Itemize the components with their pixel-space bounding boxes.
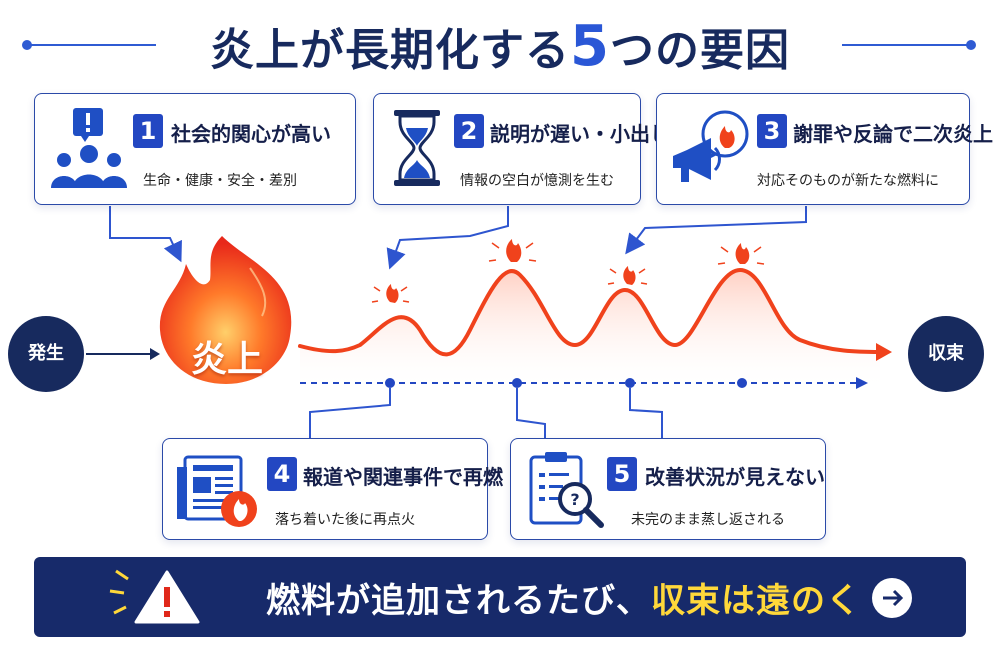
svg-text:?: ? bbox=[570, 490, 579, 509]
title-decoration-line bbox=[26, 44, 156, 46]
peak-flame-icon bbox=[607, 266, 648, 285]
factor-detail: 情報の空白が憶測を生む bbox=[460, 173, 614, 189]
factor-detail: 未完のまま蒸し返される bbox=[631, 512, 785, 528]
factor-number-badge: 4 bbox=[267, 457, 297, 491]
factor-detail: 生命・健康・安全・差別 bbox=[143, 173, 297, 189]
factor-detail: 対応そのものが新たな燃料に bbox=[757, 173, 939, 189]
megaphone-fire-icon bbox=[667, 106, 757, 190]
factor-number-badge: 5 bbox=[607, 457, 637, 491]
factor-heading: 説明が遅い・小出し bbox=[490, 122, 670, 146]
start-node: 発生 bbox=[8, 316, 84, 392]
title-area: 炎上が長期化する5つの要因 bbox=[0, 14, 1000, 79]
newspaper-fire-icon bbox=[175, 453, 265, 535]
peak-flame-icon bbox=[488, 239, 537, 262]
big-flame-icon bbox=[159, 236, 292, 384]
factor-number-badge: 2 bbox=[454, 114, 484, 148]
connector-arrow bbox=[109, 206, 182, 263]
warning-icon bbox=[109, 569, 200, 629]
arrow-right-icon[interactable] bbox=[872, 578, 912, 618]
factor-card-5: ? 5 改善状況が見えない 未完のまま蒸し返される bbox=[510, 438, 826, 540]
connector-line bbox=[629, 388, 663, 438]
end-node: 収束 bbox=[908, 316, 984, 392]
factor-number-badge: 1 bbox=[133, 114, 163, 148]
factor-card-2: 2 説明が遅い・小出し 情報の空白が憶測を生む bbox=[373, 93, 670, 205]
page-title: 炎上が長期化する5つの要因 bbox=[210, 14, 790, 79]
conclusion-banner: 燃料が追加されるたび、収束は遠のく bbox=[34, 557, 966, 637]
clipboard-search-icon: ? bbox=[525, 449, 609, 537]
connector-arrow bbox=[625, 206, 807, 255]
connector-line bbox=[309, 388, 391, 438]
peak-flame-icon bbox=[371, 284, 410, 303]
peak-flame-icon bbox=[717, 243, 765, 265]
connector-line bbox=[516, 388, 546, 438]
factor-card-1: 1 社会的関心が高い 生命・健康・安全・差別 bbox=[34, 93, 356, 205]
factor-detail: 落ち着いた後に再点火 bbox=[275, 512, 415, 528]
wave-line bbox=[298, 267, 882, 357]
title-decoration-dot bbox=[966, 40, 976, 50]
banner-message: 燃料が追加されるたび、収束は遠のく bbox=[266, 581, 861, 621]
factor-heading: 改善状況が見えない bbox=[645, 465, 825, 489]
factor-heading: 報道や関連事件で再燃 bbox=[303, 465, 503, 489]
connector-arrow bbox=[386, 206, 509, 270]
factor-heading: 社会的関心が高い bbox=[171, 122, 331, 146]
hourglass-icon bbox=[392, 108, 442, 192]
factor-number-badge: 3 bbox=[757, 114, 787, 148]
wave-area bbox=[300, 270, 880, 390]
factor-card-4: 4 報道や関連事件で再燃 落ち着いた後に再点火 bbox=[162, 438, 503, 540]
title-decoration-line bbox=[842, 44, 972, 46]
factor-heading: 謝罪や反論で二次炎上 bbox=[793, 122, 993, 146]
factor-card-3: 3 謝罪や反論で二次炎上 対応そのものが新たな燃料に bbox=[656, 93, 993, 205]
flame-label: 炎上 bbox=[190, 339, 263, 380]
people-alert-icon bbox=[49, 108, 129, 196]
